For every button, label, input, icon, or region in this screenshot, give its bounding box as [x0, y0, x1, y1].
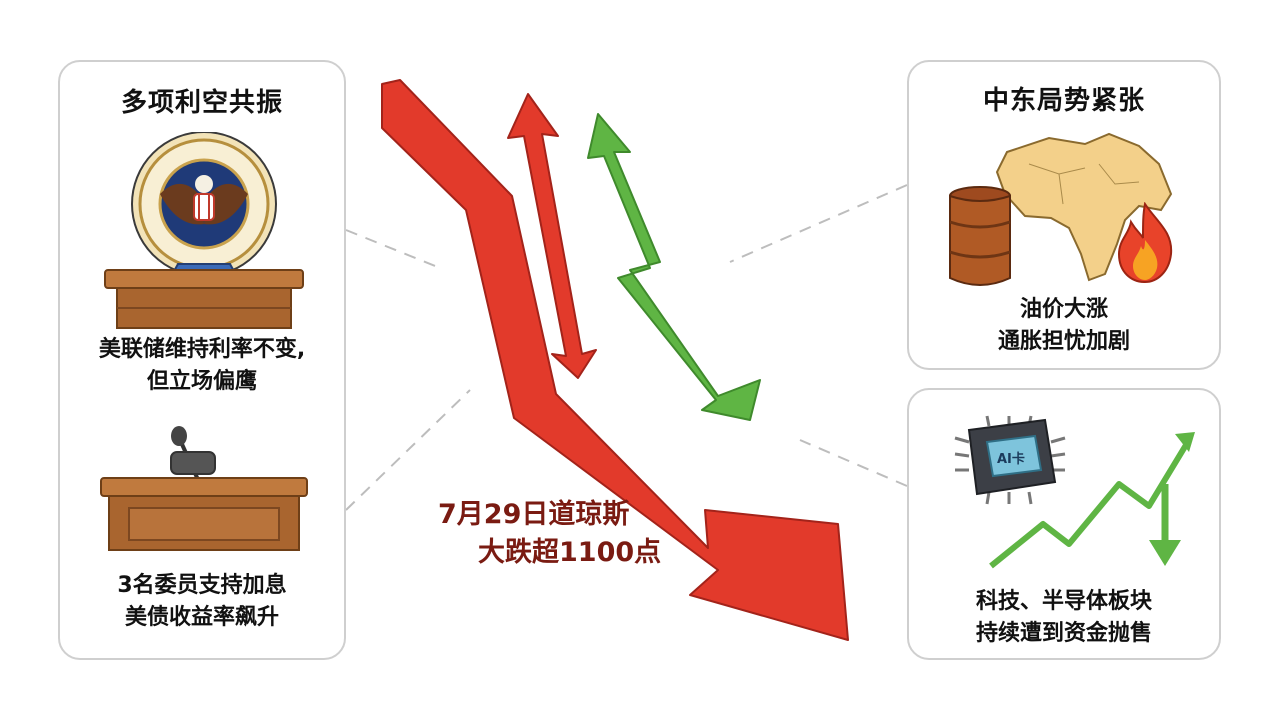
desk-microphone-icon — [100, 426, 308, 551]
big-down-arrow — [381, 79, 849, 641]
middle-east-caption-line2: 通胀担忧加剧 — [997, 329, 1130, 354]
fire-icon — [1117, 202, 1173, 284]
middle-east-title: 中东局势紧张 — [982, 86, 1145, 116]
middle-east-panel: 中东局势紧张 油价大涨 通胀担忧加剧 — [907, 60, 1221, 370]
left-panel-title: 多项利空共振 — [120, 88, 283, 118]
ai-chip-icon — [954, 415, 1066, 505]
red-double-arrow — [507, 93, 597, 379]
headline-line2: 大跌超1100点 — [478, 537, 662, 568]
tech-caption-line1: 科技、半导体板块 — [975, 589, 1152, 614]
tech-caption-line2: 持续遭到资金抛售 — [975, 621, 1152, 646]
tech-line-chart-icon — [989, 432, 1195, 569]
connector-line-fed — [345, 229, 441, 269]
committee-caption-line1: 3名委员支持加息 — [117, 573, 287, 598]
tech-panel: AI卡 科技、半导体板块 持续遭到资金抛售 — [907, 388, 1221, 660]
ai-chip-label: AI卡 — [997, 452, 1025, 467]
green-double-arrow — [587, 113, 761, 421]
connector-line-committee — [345, 389, 471, 511]
podium-icon — [104, 269, 304, 329]
middle-east-map-icon — [995, 132, 1173, 282]
connector-line-mideast — [729, 184, 908, 263]
oil-barrel-icon — [949, 186, 1011, 286]
fed-seal-icon — [131, 132, 277, 283]
middle-east-caption-line1: 油价大涨 — [1019, 297, 1108, 322]
fed-caption-line2: 但立场偏鹰 — [146, 369, 257, 394]
headline-line1: 7月29日道琼斯 — [438, 499, 630, 530]
committee-caption-line2: 美债收益率飙升 — [124, 605, 279, 630]
fed-caption-line1: 美联储维持利率不变, — [98, 337, 306, 362]
left-panel: 多项利空共振 美联储维持利率不变, 但立场偏鹰 3名委员支持加息 美债收益率飙升 — [58, 60, 346, 660]
